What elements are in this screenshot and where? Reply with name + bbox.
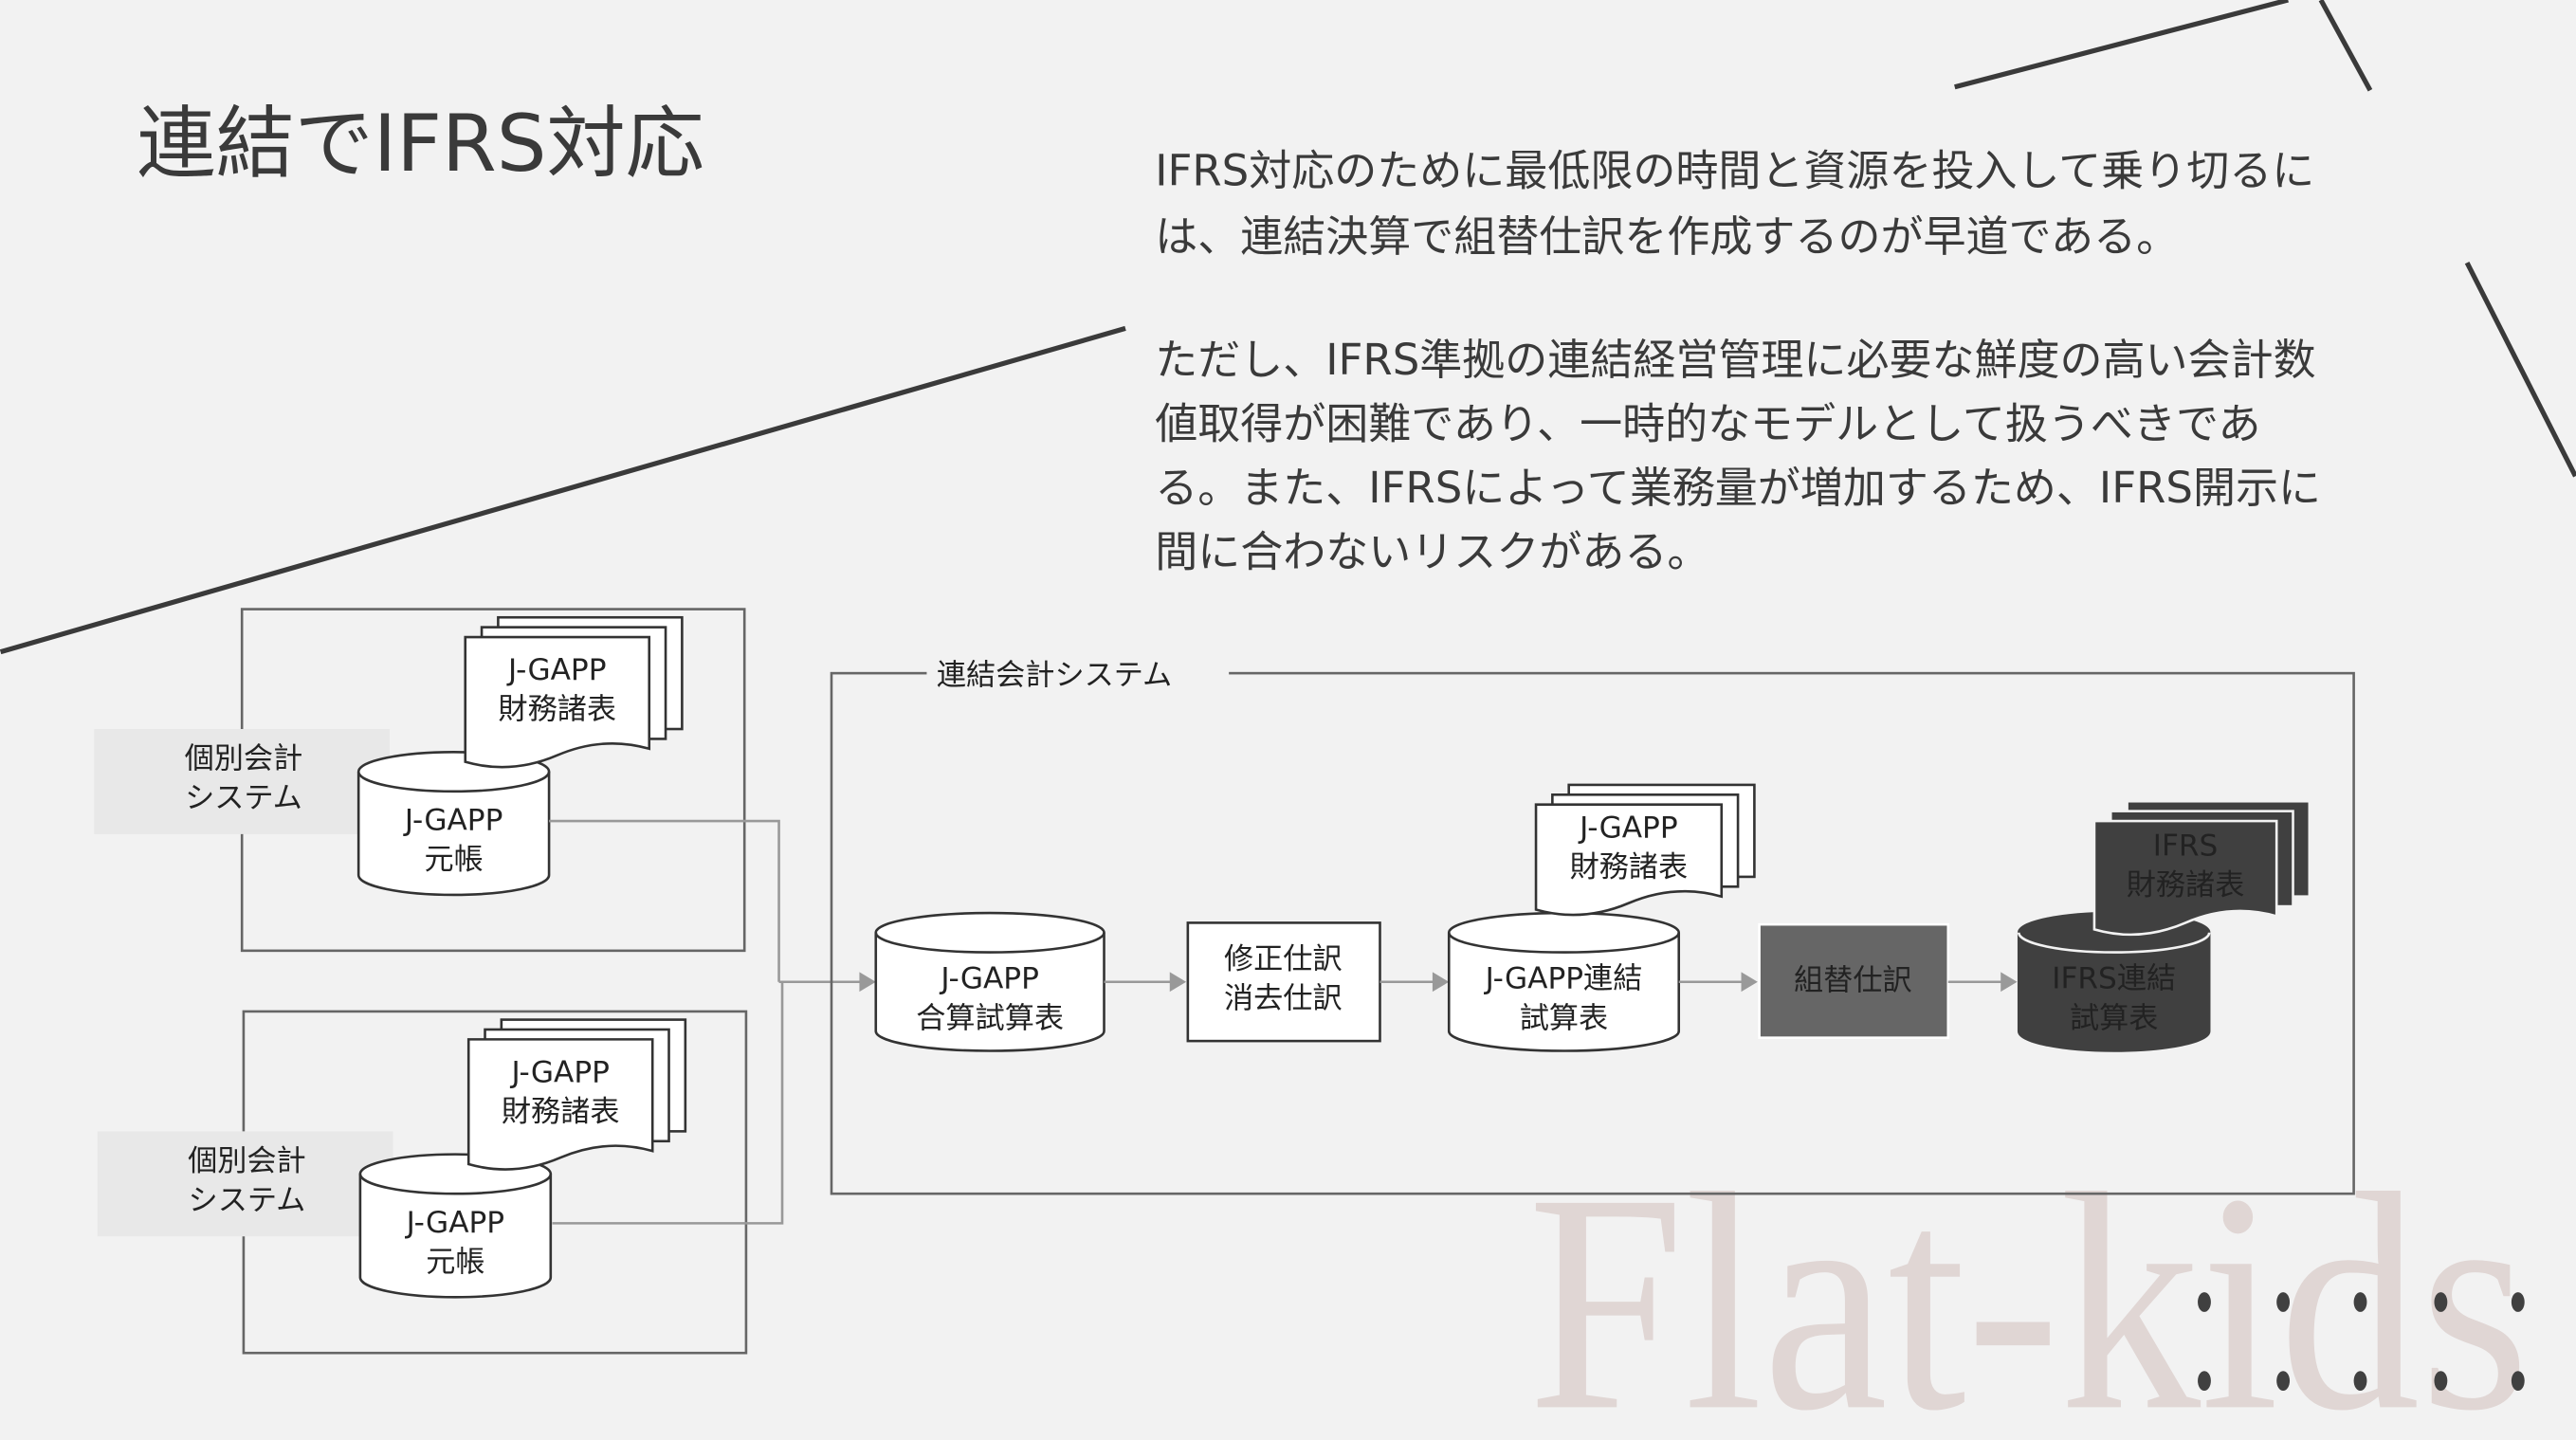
- dot: [2198, 1292, 2211, 1312]
- arrow-head-icon: [2001, 972, 2018, 993]
- label-text: J-GAPP: [405, 1206, 505, 1240]
- label-text: 試算表: [2070, 1001, 2158, 1035]
- paragraph-line: ただし、IFRS準拠の連結経営管理に必要な鮮度の高い会計数: [1155, 335, 2315, 385]
- label-text: IFRS連結: [2052, 962, 2176, 996]
- paragraph-1: IFRS対応のために最低限の時間と資源を投入して乗り切るに は、連結決算で組替仕…: [1155, 146, 2314, 262]
- label-text: 元帳: [426, 1245, 484, 1279]
- label-text: 財務諸表: [1570, 850, 1689, 884]
- arrow-head-icon: [1741, 972, 1758, 993]
- paragraph-line: IFRS対応のために最低限の時間と資源を投入して乗り切るに: [1155, 146, 2314, 196]
- paragraph-line: 間に合わないリスクがある。: [1155, 527, 1709, 577]
- reclassification-entry-box: 組替仕訳: [1758, 922, 1950, 1039]
- ledger-db: J-GAPP 元帳: [356, 750, 551, 897]
- label-text: 財務諸表: [2127, 868, 2245, 902]
- label-text: J-GAPP連結: [1484, 962, 1643, 996]
- decorative-lines: [0, 0, 2576, 655]
- label-text: J-GAPP: [506, 653, 607, 687]
- label-text: J-GAPP: [1578, 811, 1678, 845]
- label-text: 財務諸表: [498, 693, 616, 727]
- dot: [2511, 1292, 2525, 1312]
- watermark-dots: [2198, 1292, 2525, 1392]
- label-text: システム: [189, 1184, 306, 1218]
- label-text: 個別会計: [188, 1144, 306, 1178]
- paragraph-2: ただし、IFRS準拠の連結経営管理に必要な鮮度の高い会計数 値取得が困難であり、…: [1155, 335, 2321, 577]
- paragraph-line: は、連結決算で組替仕訳を作成するのが早道である。: [1155, 211, 2179, 262]
- arrow-head-icon: [859, 972, 876, 993]
- label-text: 修正仕訳: [1224, 942, 1343, 976]
- dot: [2353, 1292, 2367, 1312]
- dot: [2434, 1292, 2448, 1312]
- consolidation-system-box: [830, 671, 2355, 1195]
- label-text: J-GAPP: [509, 1055, 610, 1089]
- label-text: 消去仕訳: [1224, 981, 1343, 1015]
- dot: [2511, 1371, 2525, 1392]
- label-text: 試算表: [1520, 1001, 1608, 1035]
- dot: [2198, 1371, 2211, 1392]
- watermark: Flat-kids: [1527, 1130, 2530, 1440]
- combined-trial-balance-db: J-GAPP 合算試算表: [874, 911, 1105, 1052]
- connector-line: [549, 819, 780, 982]
- dot: [2434, 1371, 2448, 1392]
- label-text: 合算試算表: [916, 1001, 1064, 1035]
- arrow-head-icon: [1432, 972, 1450, 993]
- label-text: 個別会計: [185, 742, 303, 776]
- label-text: J-GAPP: [939, 962, 1039, 996]
- label-text: システム: [185, 781, 302, 815]
- paragraph-line: 値取得が困難であり、一時的なモデルとして扱うべきであ: [1155, 398, 2260, 448]
- dot: [2276, 1371, 2291, 1392]
- label-text: IFRS: [2153, 829, 2219, 863]
- label-text: 組替仕訳: [1794, 963, 1912, 997]
- arrow-head-icon: [1169, 972, 1187, 993]
- label-text: 元帳: [424, 843, 483, 877]
- ifrs-statements-doc: IFRS 財務諸表: [2092, 799, 2311, 937]
- label-text: J-GAPP: [403, 804, 503, 838]
- page-title: 連結でIFRS対応: [137, 98, 703, 190]
- flow-diagram: 個別会計システムJ-GAPP元帳J-GAPP財務諸表個別会計システムJ-GAPP…: [94, 608, 2355, 1355]
- ledger-db: J-GAPP 元帳: [358, 1153, 553, 1299]
- dot: [2276, 1292, 2291, 1312]
- jgaap-statements-doc: J-GAPP 財務諸表: [464, 615, 684, 769]
- jgaap-statements-doc: J-GAPP 財務諸表: [466, 1018, 687, 1171]
- jgaap-consolidated-statements-doc: J-GAPP 財務諸表: [1534, 783, 1756, 917]
- label-text: 財務諸表: [502, 1095, 620, 1129]
- dot: [2353, 1371, 2367, 1392]
- paragraph-line: る。また、IFRSによって業務量が増加するため、IFRS開示に: [1155, 463, 2321, 513]
- consolidation-system-label: 連結会計システム: [937, 658, 1172, 692]
- connector-line: [552, 981, 784, 1225]
